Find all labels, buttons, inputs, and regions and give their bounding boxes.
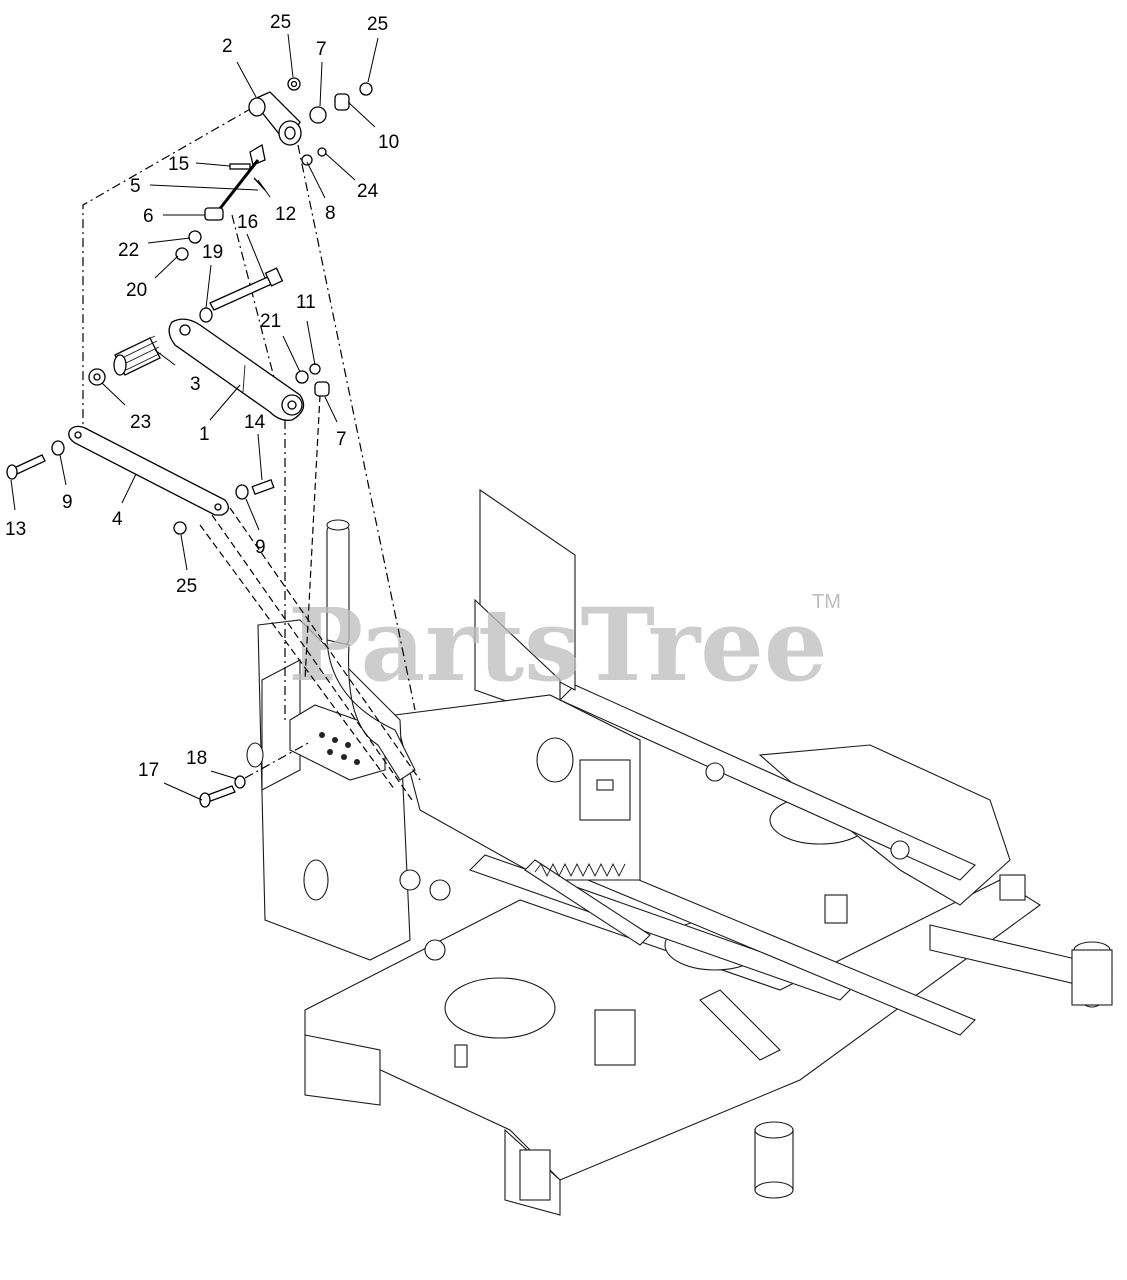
assembly-lines [82,107,421,801]
callout-25-top: 25 [270,12,291,33]
part-23-nut [88,368,106,386]
callout-7-lower: 7 [336,429,347,450]
callout-7-top: 7 [316,39,327,60]
callout-23: 23 [130,412,151,433]
part-clevis [249,143,266,166]
callout-15: 15 [168,154,189,175]
watermark-tm: TM [812,591,841,613]
leader-lines [10,33,379,801]
callout-6: 6 [143,206,154,227]
part-17-bolt [199,785,236,808]
part-3-splined-shaft [113,335,162,376]
callout-13: 13 [5,519,26,540]
callout-22: 22 [118,240,139,261]
callout-5: 5 [130,176,141,197]
part-14-bolt [251,478,275,496]
watermark: PartsTree TM [288,586,841,704]
callout-9-left: 9 [62,492,73,513]
part-18-washer [234,775,246,789]
callout-12: 12 [275,204,296,225]
part-7-spacer-top [309,106,327,124]
part-7-spacer-lower [314,381,330,397]
part-8-nut [301,154,313,166]
callout-14: 14 [244,412,266,433]
part-1-lever-arm [168,318,305,421]
part-5-rod [213,159,260,216]
part-25-nut-right [359,82,373,96]
part-9-washer-right [235,484,249,500]
part-10-bushing [334,93,350,111]
part-24-nut [317,147,327,157]
part-13-bolt [6,454,46,480]
part-22-washer [188,230,202,244]
callout-3: 3 [190,374,201,395]
part-20-nut [175,247,189,261]
part-25-nut-top [287,77,301,91]
watermark-text: PartsTree [288,586,828,704]
callout-11: 11 [296,292,316,313]
callout-8: 8 [325,203,336,224]
exploded-parts [6,77,373,808]
part-21-washer [295,370,309,384]
callout-2: 2 [222,36,233,57]
callout-16: 16 [237,212,258,233]
callout-9-right: 9 [255,537,266,558]
part-16-bolt [209,267,284,311]
callout-17: 17 [138,760,159,781]
callout-10: 10 [378,132,399,153]
part-15-bolt [229,163,251,170]
callout-labels: 25 2 7 25 10 15 24 5 8 12 6 16 22 19 20 … [5,12,399,781]
part-6-rod-end [204,207,224,221]
part-25-nut-lower [173,521,187,535]
callout-24: 24 [357,181,379,202]
callout-18: 18 [186,748,207,769]
mower-frame [246,488,1113,1216]
callout-1: 1 [199,424,210,445]
callout-4: 4 [112,509,123,530]
callout-25-lower: 25 [176,576,197,597]
callout-19: 19 [202,242,223,263]
callout-20: 20 [126,280,147,301]
callout-25-right: 25 [367,14,388,35]
part-11-nut [309,363,321,375]
part-9-washer-left [51,440,65,456]
part-4-link-bar [68,425,229,516]
callout-21: 21 [260,311,281,332]
part-2-pivot-arm [248,91,302,146]
part-19-washer [199,307,213,323]
